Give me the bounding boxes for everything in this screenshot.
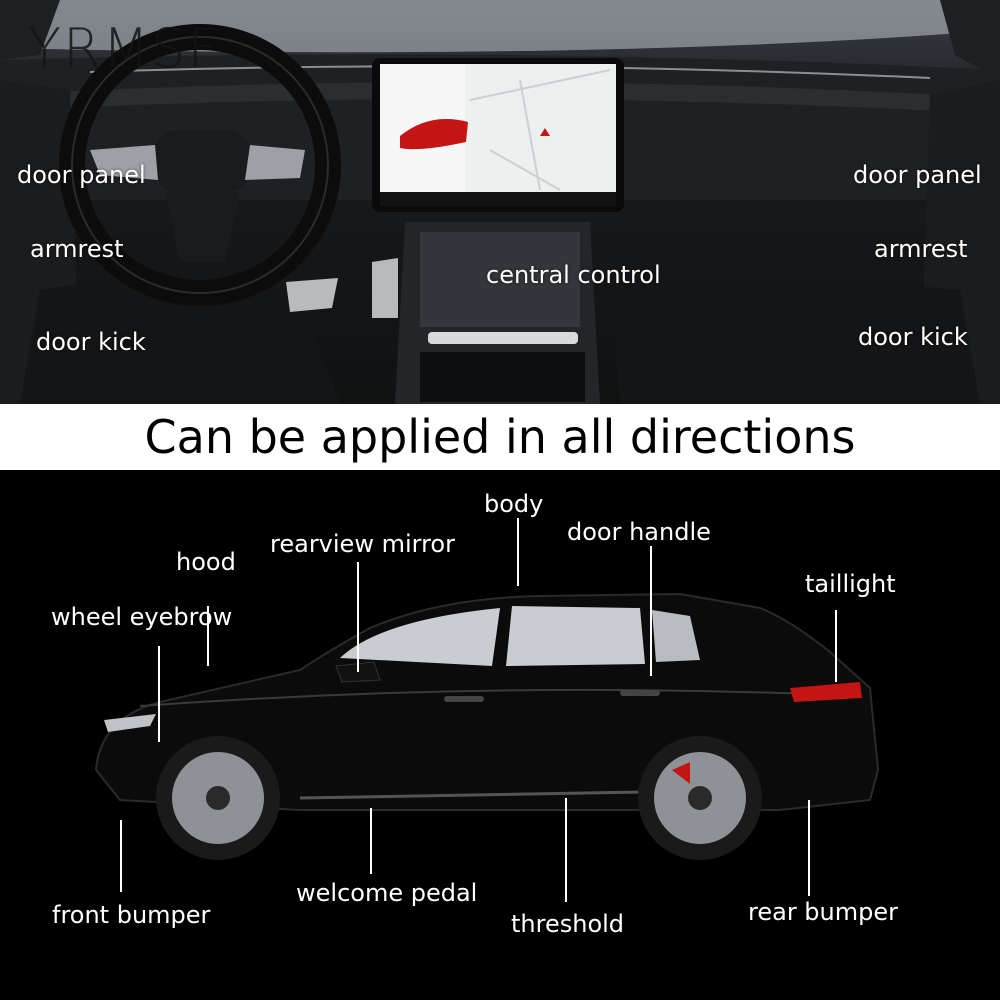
car-interior-photo: YRMSF door panel door panel armrest armr…: [0, 0, 1000, 404]
leader-rearview-mirror: [357, 562, 359, 672]
label-body: body: [484, 490, 544, 518]
leader-body: [517, 518, 519, 586]
label-rear-bumper: rear bumper: [748, 898, 898, 926]
label-door-panel-right: door panel: [853, 161, 982, 189]
label-threshold: threshold: [511, 910, 625, 938]
label-hood: hood: [176, 548, 236, 576]
banner: Can be applied in all directions: [0, 404, 1000, 470]
interior-illustration: [0, 0, 1000, 404]
label-armrest-right: armrest: [874, 235, 968, 263]
label-door-handle: door handle: [567, 518, 711, 546]
label-wheel-eyebrow: wheel eyebrow: [51, 603, 233, 631]
leader-threshold: [565, 798, 567, 902]
label-armrest-left: armrest: [30, 235, 124, 263]
banner-title: Can be applied in all directions: [144, 410, 856, 464]
label-taillight: taillight: [805, 570, 896, 598]
label-central-control: central control: [486, 261, 661, 289]
brand-logo: YRMSF: [28, 17, 221, 80]
leader-welcome-pedal: [370, 808, 372, 874]
label-front-bumper: front bumper: [52, 901, 211, 929]
label-welcome-pedal: welcome pedal: [296, 879, 478, 907]
leader-door-handle: [650, 546, 652, 676]
leader-wheel-eyebrow: [158, 646, 160, 742]
label-door-panel-left: door panel: [17, 161, 146, 189]
leader-hood: [207, 606, 209, 666]
leader-rear-bumper: [808, 800, 810, 896]
label-door-kick-left: door kick: [36, 328, 146, 356]
label-door-kick-right: door kick: [858, 323, 968, 351]
label-rearview-mirror: rearview mirror: [270, 530, 455, 558]
leader-front-bumper: [120, 820, 122, 892]
leader-taillight: [835, 610, 837, 682]
car-exterior-photo: body rearview mirror door handle hood ta…: [0, 470, 1000, 1000]
car-illustration: [94, 592, 880, 860]
